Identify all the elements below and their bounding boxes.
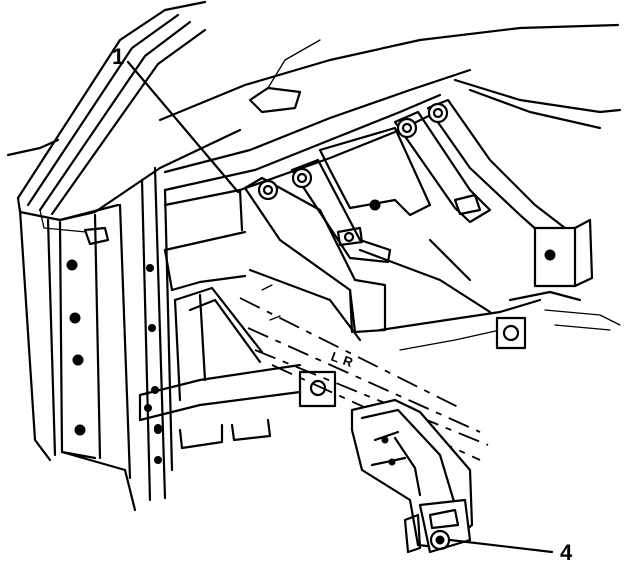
bracket-hole <box>388 458 396 466</box>
pillar-hole <box>146 264 154 272</box>
beam-hole <box>144 404 152 412</box>
support-bracket <box>350 398 474 554</box>
pillar-hole <box>154 456 162 464</box>
pillar-hole <box>69 312 81 324</box>
dash-panel-lower <box>248 238 621 351</box>
cowl-gusset-middle <box>290 126 432 264</box>
gusset-hole <box>369 199 381 211</box>
pillar-hole <box>72 354 84 366</box>
pillar-hole <box>74 424 86 436</box>
pillar-hole <box>148 324 156 332</box>
leader-line-4 <box>448 538 554 554</box>
gusset-hole <box>544 249 556 261</box>
callout-number-4: 4 <box>560 540 573 565</box>
beam-bolt-boss <box>298 370 337 408</box>
pillar-hole <box>66 259 78 271</box>
bracket-bolt <box>435 535 445 545</box>
gusset-mount-block <box>533 226 577 288</box>
callout-number-1: 1 <box>112 44 124 69</box>
lower-bolt-boss <box>495 316 527 350</box>
beam-hole <box>154 426 162 434</box>
bracket-hole <box>381 436 389 444</box>
cross-car-beam <box>138 106 447 450</box>
hinge-pillar <box>18 166 174 512</box>
cowl-gusset-left <box>243 176 387 334</box>
windshield-pillar <box>6 0 242 233</box>
stamped-mark-left: L <box>329 349 342 366</box>
cowl-gusset-right-pair <box>393 98 594 288</box>
stamped-mark-right: R <box>341 353 356 371</box>
cowl-upper-rail <box>158 23 622 192</box>
leader-line-1 <box>126 60 240 194</box>
